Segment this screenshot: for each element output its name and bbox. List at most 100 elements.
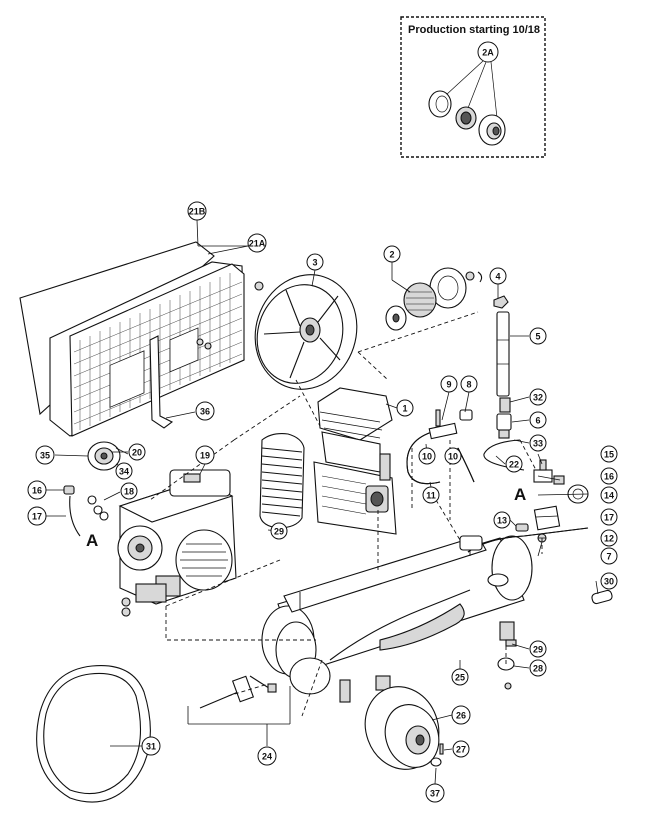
svg-text:29: 29 [533,645,543,655]
svg-text:27: 27 [456,745,466,755]
callout-35: 35 [35,445,55,465]
callout-11: 11 [422,486,440,504]
callout-21b: 21B [187,201,207,221]
intercooler [259,433,305,529]
svg-text:20: 20 [132,448,142,458]
callout-28: 28 [529,659,547,677]
engine-pulley [87,441,129,471]
callout-15: 15 [600,445,618,463]
callout-24: 24 [257,746,277,766]
svg-text:3: 3 [312,258,317,268]
assembly-lines [149,311,543,717]
callout-21a: 21A [247,233,267,253]
svg-text:7: 7 [606,552,611,562]
callout-3: 3 [306,253,324,271]
svg-text:32: 32 [533,393,543,403]
compressor-pump [313,387,397,535]
callout-22: 22 [505,455,523,473]
callout-33: 33 [529,434,547,452]
svg-text:33: 33 [533,439,543,449]
svg-text:16: 16 [604,472,614,482]
inset-title: Production starting 10/18 [408,24,540,36]
callout-4: 4 [489,267,507,285]
svg-text:25: 25 [455,673,465,683]
v-belt [36,664,151,803]
callout-31: 31 [141,736,161,756]
callout-6: 6 [529,411,547,429]
svg-text:35: 35 [40,451,50,461]
svg-text:36: 36 [200,407,210,417]
flywheel [254,274,358,390]
svg-text:31: 31 [146,742,156,752]
engine [117,469,237,605]
callout-16-left: 16 [27,480,47,500]
callout-29-engine: 29 [270,522,288,540]
svg-text:13: 13 [497,516,507,526]
clutch-assembly [385,267,483,331]
wheel [364,686,440,770]
callout-12: 12 [600,529,618,547]
svg-text:17: 17 [604,513,614,523]
svg-text:10: 10 [422,452,432,462]
svg-text:12: 12 [604,534,614,544]
callout-10-b: 10 [444,447,462,465]
callout-30: 30 [600,572,618,590]
outlet-tube [496,311,510,397]
callout-36: 36 [195,401,215,421]
svg-text:18: 18 [124,487,134,497]
callout-16-right: 16 [600,467,618,485]
inset-pulley-parts [428,90,506,146]
svg-text:2: 2 [389,250,394,260]
view-label-a-right: A [514,485,526,504]
callout-34: 34 [115,462,133,480]
callout-7: 7 [600,547,618,565]
svg-text:29: 29 [274,527,284,537]
svg-text:6: 6 [535,416,540,426]
callout-26: 26 [451,705,471,725]
svg-text:22: 22 [509,460,519,470]
svg-text:1: 1 [402,404,407,414]
svg-text:14: 14 [604,491,614,501]
svg-text:4: 4 [495,272,500,282]
svg-text:9: 9 [446,380,451,390]
svg-text:21B: 21B [189,207,206,217]
axle-kit [199,675,277,709]
callout-18: 18 [120,482,138,500]
leader-lines [46,219,599,785]
inset-callout-2a-text: 2A [482,48,494,58]
inset-callout-2a: 2A [477,41,499,63]
callout-14: 14 [600,486,618,504]
inset-box: Production starting 10/18 2A [400,16,546,158]
svg-text:28: 28 [533,664,543,674]
callout-17-left: 17 [27,506,47,526]
belt-guard [19,241,264,437]
view-label-a-left: A [86,531,98,550]
callout-25: 25 [451,668,469,686]
svg-text:17: 17 [32,512,42,522]
callout-20: 20 [128,443,146,461]
svg-text:21A: 21A [249,239,266,249]
svg-text:5: 5 [535,332,540,342]
callout-17-right: 17 [600,508,618,526]
svg-text:37: 37 [430,789,440,799]
callout-37: 37 [425,783,445,803]
callout-9: 9 [440,375,458,393]
svg-text:15: 15 [604,450,614,460]
air-tank [261,535,533,703]
callout-29-tank: 29 [529,640,547,658]
valve-assembly [533,459,589,543]
svg-text:30: 30 [604,577,614,587]
svg-text:8: 8 [466,380,471,390]
svg-text:34: 34 [119,467,129,477]
svg-text:11: 11 [426,491,436,501]
callout-1: 1 [396,399,414,417]
callout-13: 13 [493,511,511,529]
callout-5: 5 [529,327,547,345]
callout-27: 27 [452,740,470,758]
callout-32: 32 [529,388,547,406]
callout-19: 19 [195,445,215,465]
svg-text:10: 10 [448,452,458,462]
svg-text:26: 26 [456,711,466,721]
svg-text:16: 16 [32,486,42,496]
